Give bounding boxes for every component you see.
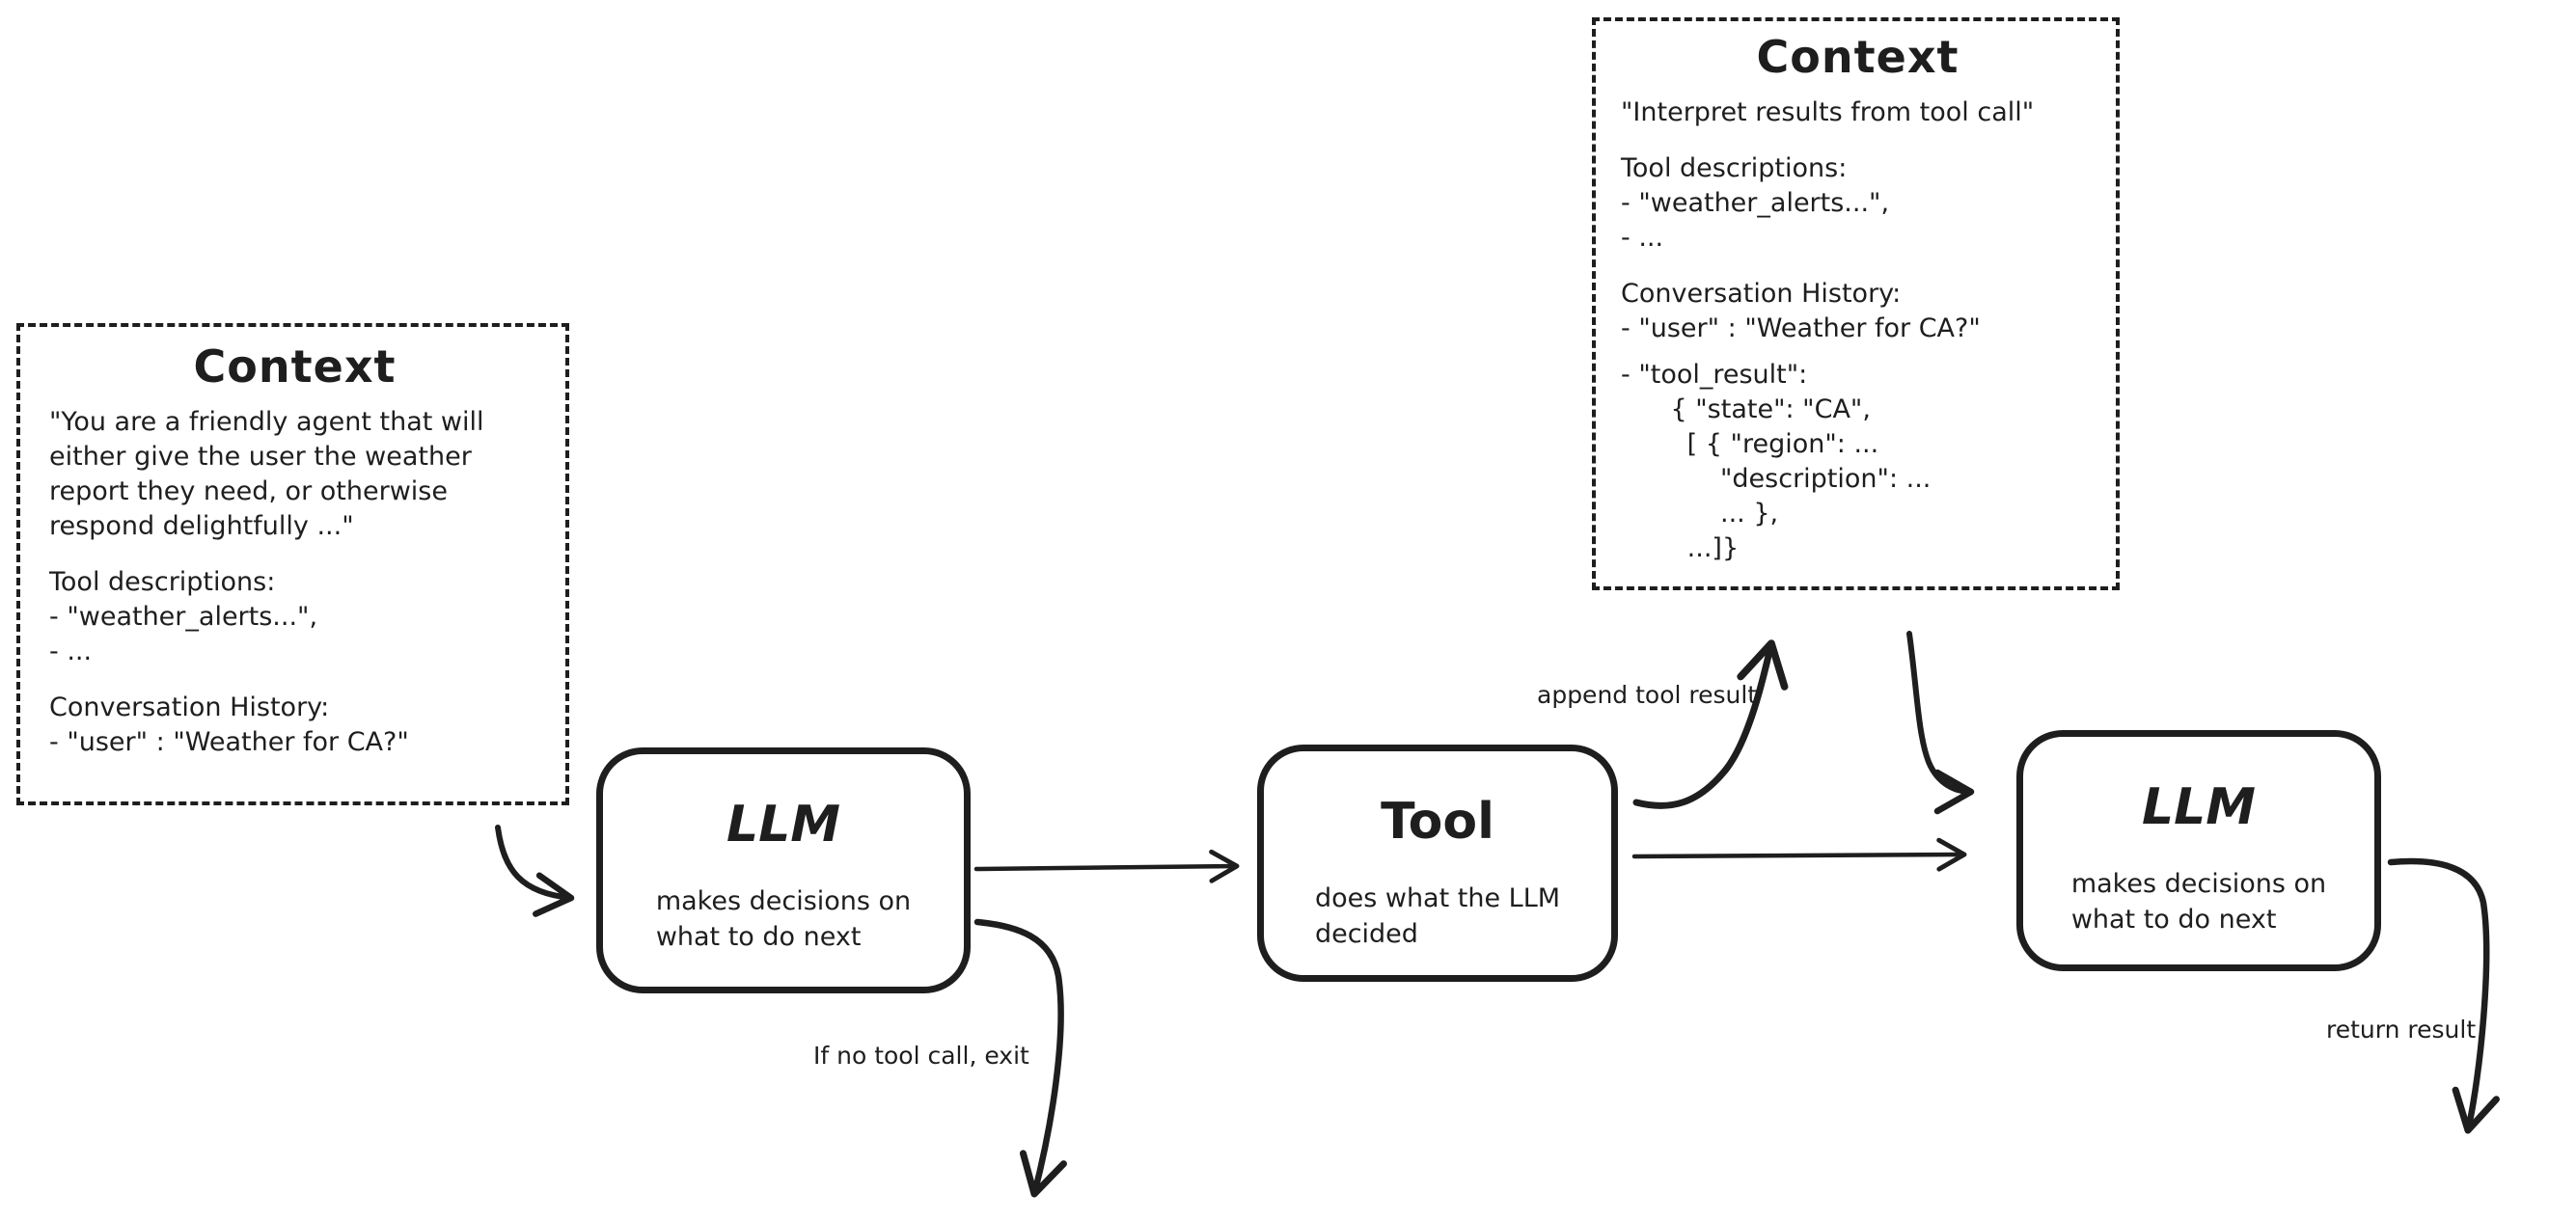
llm-node-second: LLM makes decisions on what to do next: [2016, 730, 2381, 971]
llm-node-first: LLM makes decisions on what to do next: [596, 747, 971, 993]
context-box-after-tool: Context "Interpret results from tool cal…: [1592, 17, 2120, 590]
edge-tool-to-llm2: [1631, 837, 1967, 872]
node-title: LLM: [2141, 778, 2256, 836]
node-title: LLM: [726, 796, 840, 854]
node-subtitle: does what the LLM decided: [1314, 882, 1561, 949]
tool-descriptions-text: Tool descriptions: - "weather_alerts..."…: [1621, 153, 1890, 254]
context-title: Context: [1756, 31, 1959, 83]
conversation-history-text: Conversation History: - "user" : "Weathe…: [49, 692, 409, 758]
tool-result-text: - "tool_result": { "state": "CA", [ { "r…: [1621, 360, 1932, 564]
context-box-initial: Context "You are a friendly agent that w…: [16, 323, 569, 805]
edge-label-append-tool-result: append tool result: [1537, 681, 1758, 709]
system-prompt-text: "Interpret results from tool call": [1621, 97, 2035, 128]
tool-descriptions-text: Tool descriptions: - "weather_alerts..."…: [49, 567, 318, 667]
edge-label-return-result: return result: [2326, 1016, 2477, 1044]
edge-context-to-llm2: [1906, 631, 1975, 815]
edge-llm1-exit: [973, 918, 1067, 1198]
edge-tool-to-context: [1632, 639, 1789, 809]
edge-label-no-tool-call-exit: If no tool call, exit: [813, 1042, 1029, 1070]
system-prompt-text: "You are a friendly agent that will eith…: [49, 407, 484, 542]
conversation-history-text: Conversation History: - "user" : "Weathe…: [1621, 279, 1981, 344]
node-subtitle: makes decisions on what to do next: [655, 885, 912, 952]
edge-llm2-return: [2387, 857, 2500, 1134]
context-title: Context: [193, 340, 397, 393]
node-subtitle: makes decisions on what to do next: [2070, 868, 2327, 935]
edge-llm1-to-tool: [973, 849, 1240, 883]
edge-context-to-llm1: [495, 825, 575, 917]
tool-node: Tool does what the LLM decided: [1257, 745, 1618, 982]
node-title: Tool: [1381, 793, 1494, 851]
